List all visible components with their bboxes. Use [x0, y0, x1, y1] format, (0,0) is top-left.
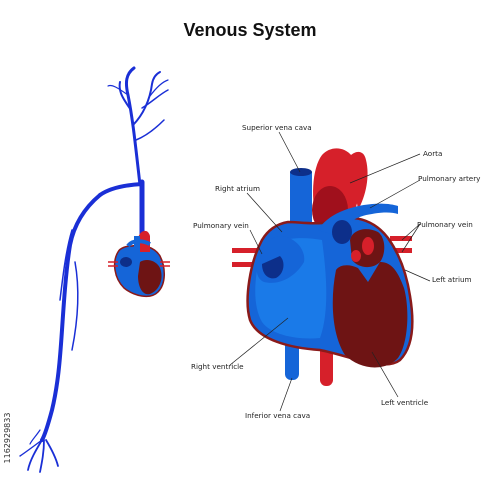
- label-inferior-vena-cava: Inferior vena cava: [245, 411, 310, 420]
- heart-diagram: [232, 148, 414, 386]
- label-right-atrium: Right atrium: [215, 184, 260, 193]
- image-id-text: 1162929833: [3, 413, 12, 464]
- small-heart-icon: [108, 230, 170, 298]
- leader-lines: [229, 131, 431, 412]
- label-superior-vena-cava: Superior vena cava: [242, 123, 312, 132]
- label-pulmonary-vein-left: Pulmonary vein: [193, 221, 249, 230]
- label-right-ventricle: Right ventricle: [191, 362, 244, 371]
- label-left-ventricle: Left ventricle: [381, 398, 429, 407]
- label-aorta: Aorta: [423, 149, 442, 158]
- vein-tree: [19, 66, 169, 473]
- label-left-atrium: Left atrium: [432, 275, 472, 284]
- page-title: Venous System: [183, 20, 317, 40]
- label-pulmonary-vein-right: Pulmonary vein: [417, 220, 473, 229]
- label-pulmonary-artery: Pulmonary artery: [418, 174, 481, 183]
